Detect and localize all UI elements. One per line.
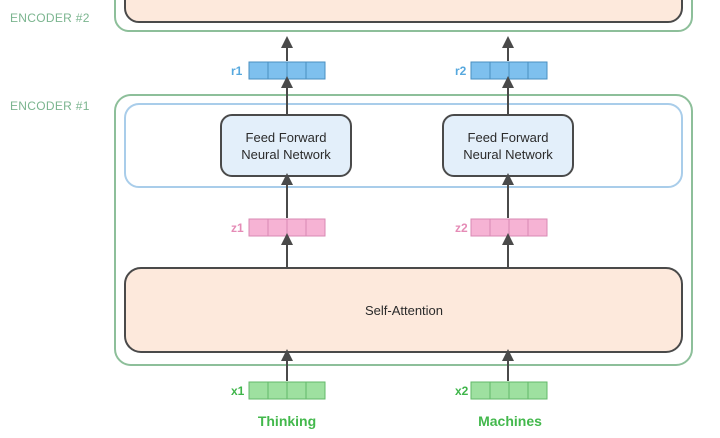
vector-r1-label: r1 — [231, 64, 243, 78]
self-attention-label: Self-Attention — [365, 303, 443, 318]
vector-z1-label: z1 — [231, 221, 244, 235]
vector-x2 — [470, 381, 548, 400]
vector-z2 — [470, 218, 548, 237]
encoder-1-box — [114, 94, 693, 366]
vector-x1 — [248, 381, 326, 400]
ffnn-right-box — [442, 114, 574, 177]
encoder-2-label: ENCODER #2 — [10, 11, 90, 25]
ffnn-left-box — [220, 114, 352, 177]
encoder-2-self-attention-box — [124, 0, 683, 23]
vector-x1-label: x1 — [231, 384, 245, 398]
input-word-thinking: Thinking — [258, 413, 316, 429]
ffnn-left-line1: Feed Forward — [246, 130, 327, 145]
vector-r2-label: r2 — [455, 64, 467, 78]
encoder-2-box — [114, 0, 693, 32]
vector-r2 — [470, 61, 548, 80]
vector-x2-label: x2 — [455, 384, 469, 398]
ffnn-group-box — [124, 103, 683, 188]
vector-z1 — [248, 218, 326, 237]
encoder-1-label: ENCODER #1 — [10, 99, 90, 113]
input-word-machines: Machines — [478, 413, 542, 429]
ffnn-right-line2: Neural Network — [463, 147, 553, 162]
vector-r1 — [248, 61, 326, 80]
vector-z2-label: z2 — [455, 221, 468, 235]
self-attention-box — [124, 267, 683, 353]
ffnn-right-line1: Feed Forward — [468, 130, 549, 145]
ffnn-left-line2: Neural Network — [241, 147, 331, 162]
